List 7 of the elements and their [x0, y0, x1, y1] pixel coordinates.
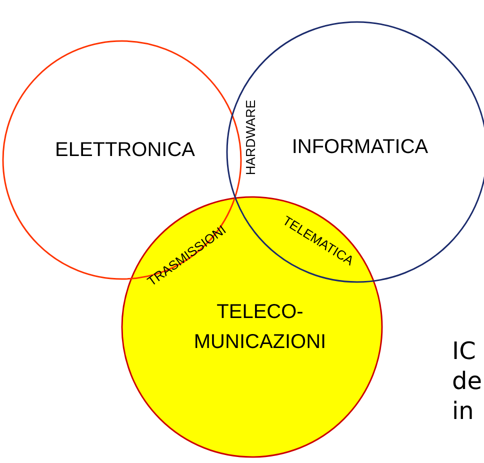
circle-label: INFORMATICA [290, 135, 430, 160]
text-fragment: in [452, 396, 474, 426]
text-fragment: de [452, 366, 482, 396]
circle-label: TELECO- MUNICAZIONI [192, 300, 328, 355]
circle-label: ELETTRONICA [54, 138, 196, 163]
text-fragment: IC [452, 336, 476, 366]
overlap-label: HARDWARE [242, 99, 258, 175]
